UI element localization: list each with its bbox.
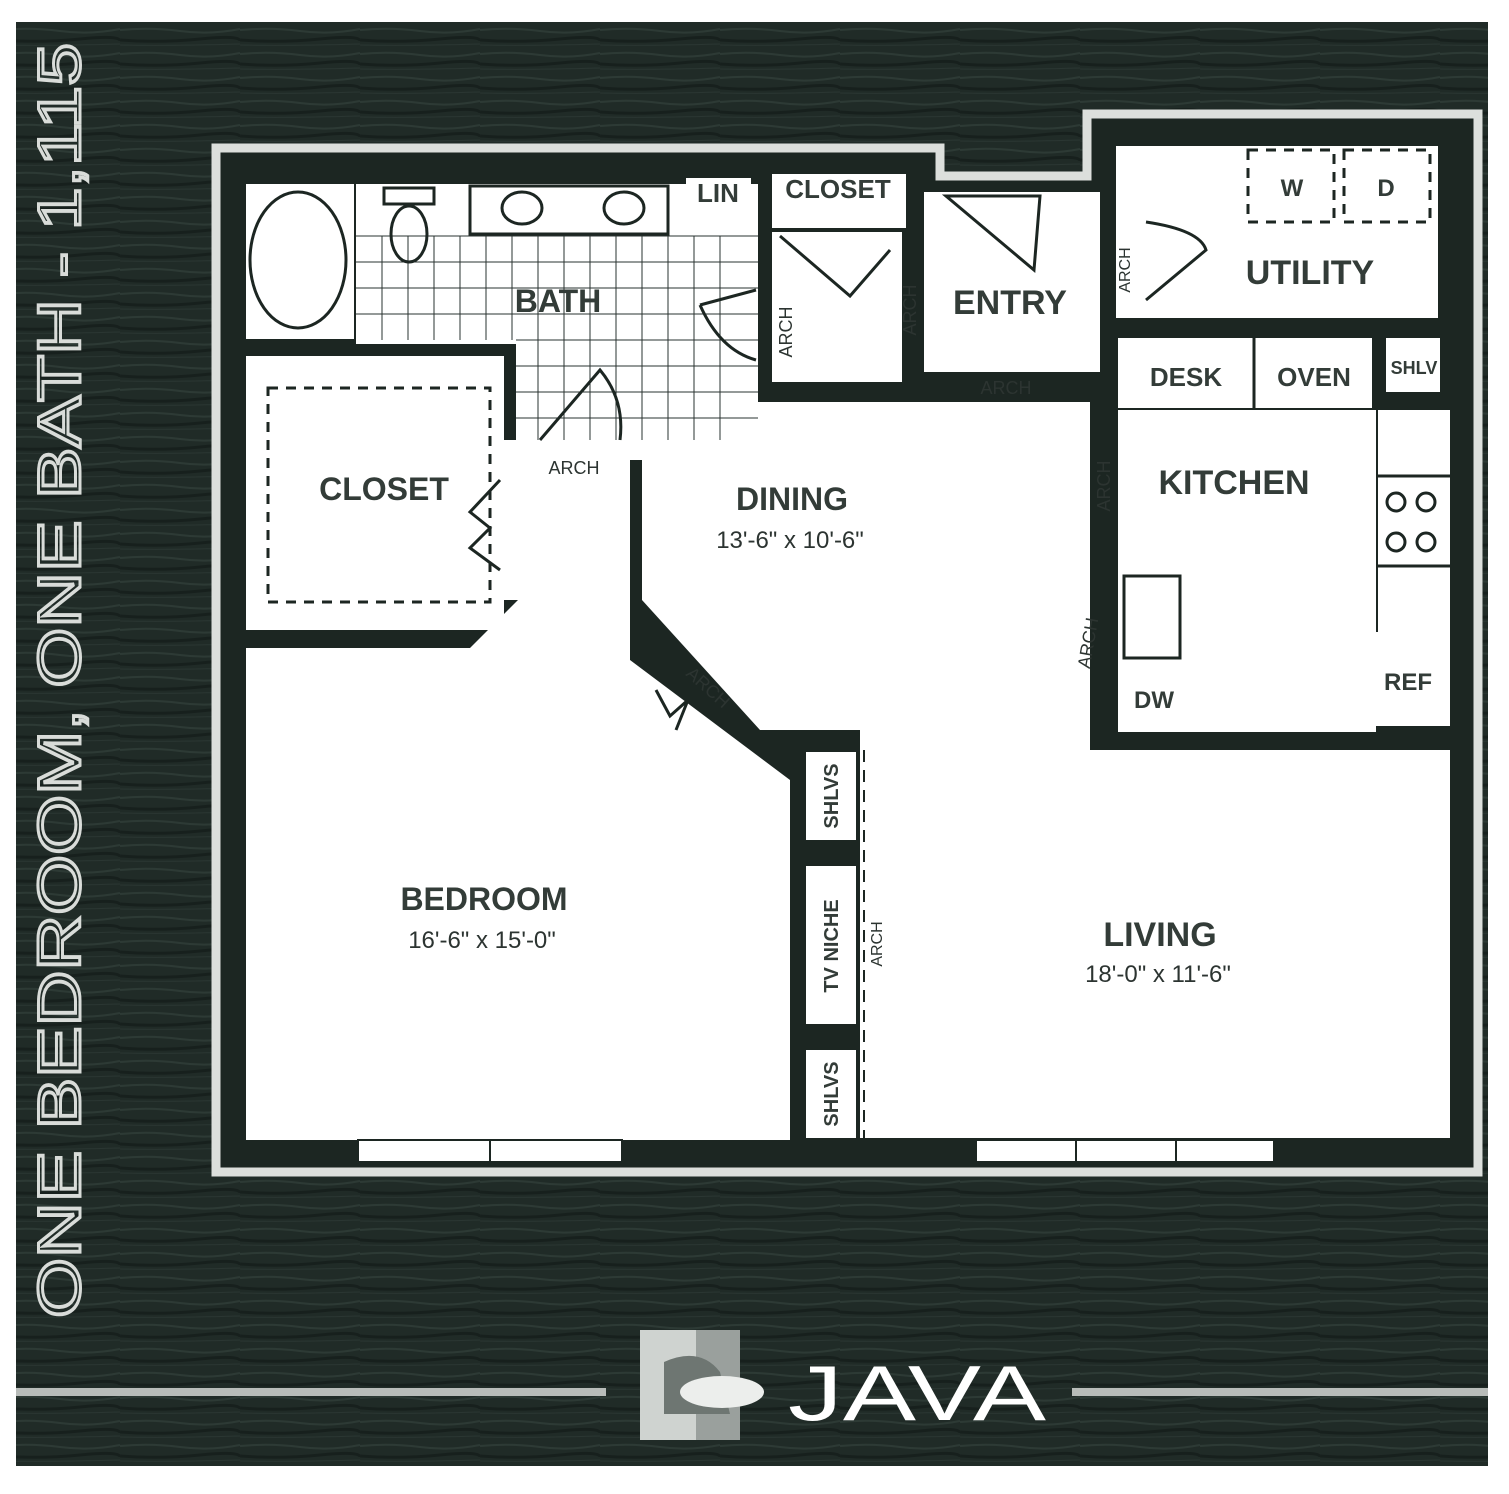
bath-door-icon — [698, 288, 757, 362]
room-label-tv-niche: TV NICHE — [821, 899, 843, 992]
arch-label-utility: ARCH — [1117, 247, 1134, 292]
windows — [357, 1139, 1275, 1163]
room-label-living: LIVING — [1103, 916, 1216, 954]
dryer-icon — [1342, 148, 1432, 224]
toilet-icon — [389, 204, 429, 264]
ref-floor — [1366, 632, 1450, 726]
living-window — [975, 1139, 1275, 1163]
desk-oven-floor — [1118, 338, 1372, 408]
room-dims-bedroom: 16'-6" x 15'-0" — [408, 927, 556, 954]
brand-name: JAVA — [788, 1349, 1046, 1437]
rule-right — [1072, 1388, 1488, 1396]
burner-4-icon — [1415, 531, 1437, 553]
room-label-shlv: SHLV — [1391, 358, 1438, 378]
sink-floor — [1120, 570, 1184, 666]
tv-niche-floor — [806, 866, 856, 1024]
room-label-washer: W — [1281, 175, 1304, 202]
washer-icon — [1246, 148, 1336, 224]
closet-top-door-icon — [779, 234, 892, 299]
side-title: ONE BEDROOM, ONE BATH - 1,115 — [26, 43, 93, 1318]
room-label-shlvs-lower: SHLVS — [821, 1061, 843, 1126]
arch-label-bath: ARCH — [776, 306, 796, 357]
room-label-closet-top: CLOSET — [785, 174, 891, 204]
closet-shelf-outline — [266, 386, 492, 604]
closet-door-icon — [467, 478, 502, 572]
shlvs-upper-floor — [806, 752, 856, 840]
room-label-entry: ENTRY — [953, 284, 1067, 322]
shlv-floor — [1386, 338, 1440, 392]
arch-label-hall: ARCH — [900, 284, 920, 335]
room-label-dw: DW — [1134, 687, 1174, 714]
dw-floor — [1120, 672, 1184, 730]
burner-2-icon — [1415, 491, 1437, 513]
bedroom-door-icon — [654, 689, 690, 731]
entry-floor — [924, 192, 1100, 372]
arch-label-living: ARCH — [869, 921, 886, 966]
vanity-counter — [468, 184, 670, 236]
tub-area — [246, 184, 354, 339]
room-label-lin: LIN — [697, 178, 739, 208]
room-label-closet-main: CLOSET — [319, 471, 449, 507]
bath-tile-grid — [356, 235, 758, 440]
arch-label-entry: ARCH — [980, 378, 1031, 398]
room-dims-dining: 13'-6" x 10'-6" — [716, 527, 864, 554]
kitchen-sink-icon — [1122, 574, 1182, 660]
room-dims-living: 18'-0" x 11'-6" — [1085, 961, 1231, 988]
room-label-dryer: D — [1377, 175, 1394, 202]
burner-1-icon — [1385, 491, 1407, 513]
room-label-dining: DINING — [736, 481, 848, 517]
room-label-bath: BATH — [515, 283, 602, 319]
room-label-utility: UTILITY — [1246, 254, 1375, 292]
room-label-kitchen: KITCHEN — [1158, 464, 1309, 502]
room-floors — [246, 146, 1450, 1140]
lin-floor — [686, 178, 751, 232]
closet-main-floor — [246, 356, 504, 630]
entry-door-icon — [941, 194, 1042, 274]
arch-door-icon — [538, 367, 623, 441]
room-label-desk: DESK — [1150, 362, 1222, 392]
room-label-shlvs-upper: SHLVS — [821, 763, 843, 828]
room-label-bedroom: BEDROOM — [400, 881, 567, 917]
utility-door-icon — [1145, 220, 1208, 302]
bedroom-floor — [246, 455, 790, 1140]
closet-top-floor — [772, 174, 906, 228]
utility-floor — [1116, 146, 1438, 318]
room-label-oven: OVEN — [1277, 362, 1351, 392]
sink-right-icon — [602, 190, 646, 226]
burner-3-icon — [1385, 531, 1407, 553]
fixtures — [248, 148, 1450, 1138]
shlvs-lower-floor — [806, 1050, 856, 1138]
sink-left-icon — [500, 190, 544, 226]
range-floor — [1378, 410, 1450, 632]
room-label-ref: REF — [1384, 669, 1432, 696]
arch-label-kitchen: ARCH — [1094, 460, 1114, 511]
java-logo-icon — [640, 1330, 764, 1440]
dining-living-floor — [642, 402, 1450, 1138]
toilet-tank-icon — [382, 186, 436, 206]
bathtub-icon — [248, 190, 348, 330]
rule-left — [16, 1388, 606, 1396]
hall-floor — [772, 232, 902, 382]
arch-label-closet: ARCH — [548, 458, 599, 478]
